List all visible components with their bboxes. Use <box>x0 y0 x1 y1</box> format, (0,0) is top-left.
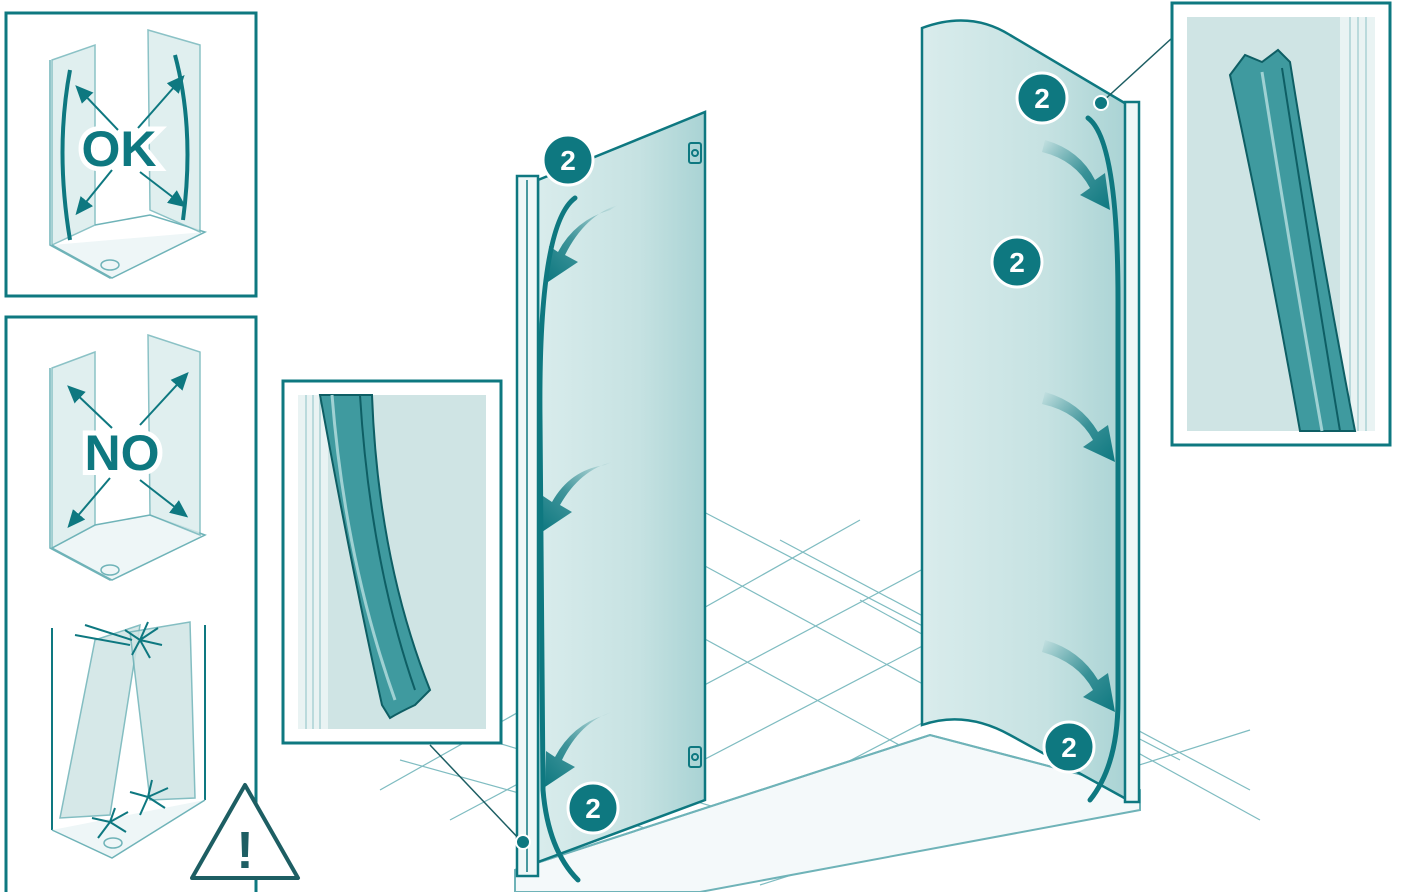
step-badge-left-top: 2 <box>543 135 593 185</box>
step-badge-left-bottom: 2 <box>568 783 618 833</box>
svg-text:2: 2 <box>1034 83 1050 114</box>
no-example-panel: NO <box>6 317 256 892</box>
ok-label: OK <box>82 121 157 177</box>
left-glass-panel <box>517 112 705 880</box>
no-label: NO <box>85 425 160 481</box>
seal-detail-callout-left <box>283 381 530 849</box>
step-badge-right-bottom: 2 <box>1044 722 1094 772</box>
ok-example-panel: OK <box>6 13 256 296</box>
svg-text:!: ! <box>236 822 253 880</box>
svg-text:2: 2 <box>585 793 601 824</box>
svg-text:2: 2 <box>1009 247 1025 278</box>
svg-text:2: 2 <box>1061 732 1077 763</box>
step-badge-right-top: 2 <box>1017 73 1067 123</box>
step-badge-right-middle: 2 <box>992 237 1042 287</box>
right-wall-profile <box>1125 102 1139 802</box>
right-curved-glass-panel <box>922 20 1139 802</box>
svg-text:2: 2 <box>560 145 576 176</box>
